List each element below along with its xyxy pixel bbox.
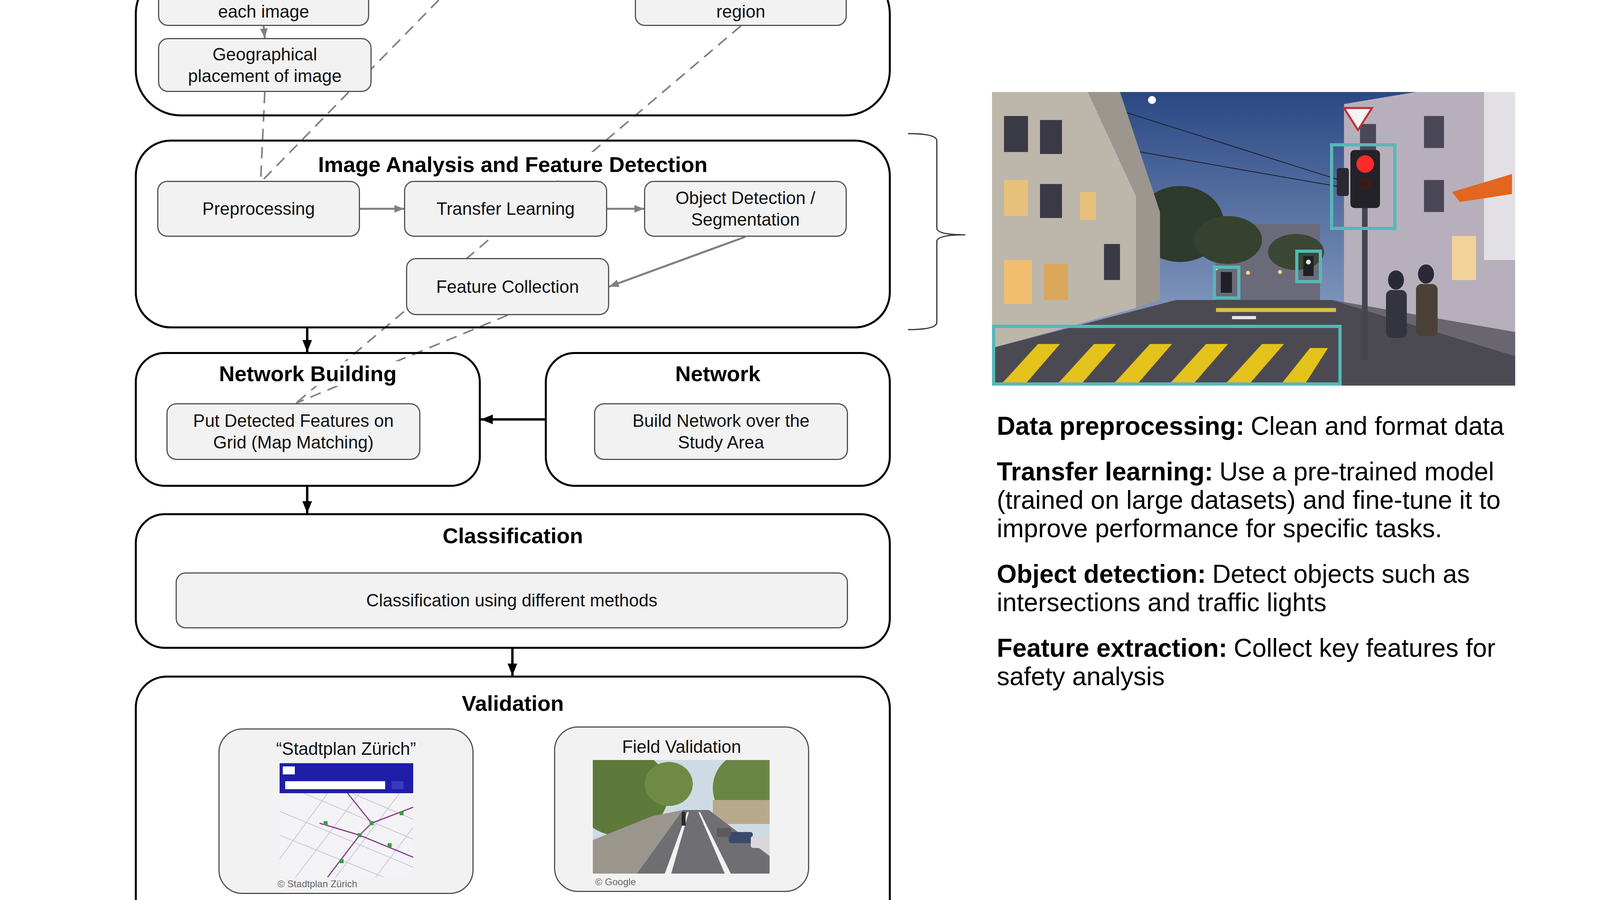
source-panel: “Stadtplan Zürich” © Stadtplan Zürich	[218, 728, 474, 894]
box-label: Classification using different methods	[366, 589, 658, 612]
process-box: region	[634, 0, 847, 26]
dashed-link	[260, 92, 265, 181]
note-term: Data preprocessing:	[996, 411, 1245, 441]
note-term: Transfer learning:	[996, 457, 1214, 486]
title-row: Image Analysis and Feature Detection	[136, 152, 889, 177]
note-term: Object detection:	[996, 559, 1206, 589]
group-title: Network Building	[212, 361, 404, 386]
process-box: Transfer Learning	[404, 180, 608, 237]
note-paragraph: Transfer learning:Use a pre-trained mode…	[996, 457, 1557, 543]
note-body: Clean and format data	[1250, 411, 1504, 441]
flow-arrow	[607, 208, 644, 210]
process-box: Classification using different methods	[175, 572, 848, 629]
process-box: Build Network over the Study Area	[594, 403, 848, 460]
note-term: Feature extraction:	[996, 633, 1228, 663]
source-panel: Field Validation © Google	[554, 726, 810, 892]
title-row: Network	[546, 361, 889, 386]
panel-title: Field Validation	[618, 736, 746, 758]
process-box: Preprocessing	[157, 180, 360, 237]
flow-arrow	[263, 26, 265, 38]
title-row: Network Building	[136, 361, 479, 386]
group-title: Network	[668, 361, 768, 386]
image-credit: © Stadtplan Zürich	[277, 878, 358, 890]
box-label: Transfer Learning	[436, 198, 575, 220]
street-photo	[992, 92, 1516, 386]
note-paragraph: Data preprocessing:Clean and format data	[996, 412, 1557, 441]
box-label: Feature Collection	[436, 276, 579, 298]
panel-title: “Stadtplan Zürich”	[272, 738, 420, 760]
image-credit: © Google	[595, 876, 636, 888]
process-box: Feature Collection	[406, 258, 610, 316]
process-box: Object Detection / Segmentation	[644, 180, 847, 237]
box-label: each image	[218, 0, 309, 23]
group-title: Validation	[454, 690, 571, 716]
process-box: Put Detected Features on Grid (Map Match…	[166, 403, 421, 460]
flow-arrow	[511, 648, 514, 676]
box-label: Geographical placement of image	[179, 43, 351, 87]
stage-panel: Validation “Stadtplan Zürich” © Stadtplan…	[134, 675, 891, 900]
flow-arrow	[306, 486, 309, 514]
stage-panel: Network BuildingPut Detected Features on…	[134, 352, 481, 487]
credit-row: © Google	[595, 876, 636, 888]
box-label: Preprocessing	[202, 198, 315, 220]
box-label: region	[716, 0, 766, 23]
stage-panel: ClassificationClassification using diffe…	[134, 513, 891, 649]
group-panel: each image regionGeographical placement o…	[134, 0, 891, 117]
title-row: Classification	[136, 523, 889, 548]
process-box: each image	[158, 0, 370, 26]
box-label: Object Detection / Segmentation	[665, 187, 826, 230]
map-screenshot	[279, 763, 414, 878]
title-row: “Stadtplan Zürich”	[219, 738, 473, 760]
process-box: Geographical placement of image	[158, 38, 372, 92]
title-row: Field Validation	[555, 736, 808, 758]
credit-row: © Stadtplan Zürich	[277, 878, 358, 890]
note-column: Data preprocessing:Clean and format data…	[996, 412, 1557, 708]
curly-bracket	[908, 133, 966, 330]
group-title: Classification	[435, 523, 590, 548]
flow-arrow	[609, 236, 746, 287]
stage-panel: Image Analysis and Feature DetectionPrep…	[134, 139, 891, 329]
flow-arrow	[360, 208, 404, 210]
box-label: Put Detected Features on Grid (Map Match…	[187, 410, 400, 453]
flow-arrow	[306, 328, 309, 352]
box-label: Build Network over the Study Area	[615, 410, 827, 453]
note-paragraph: Feature extraction:Collect key features …	[996, 634, 1557, 691]
group-title: Image Analysis and Feature Detection	[310, 152, 715, 177]
title-row: Validation	[136, 690, 889, 716]
note-paragraph: Object detection:Detect objects such as …	[996, 560, 1557, 617]
stage-panel: NetworkBuild Network over the Study Area	[544, 352, 891, 487]
flow-arrow	[480, 418, 545, 421]
dashed-link	[296, 315, 508, 404]
street-view-photo	[592, 760, 770, 874]
